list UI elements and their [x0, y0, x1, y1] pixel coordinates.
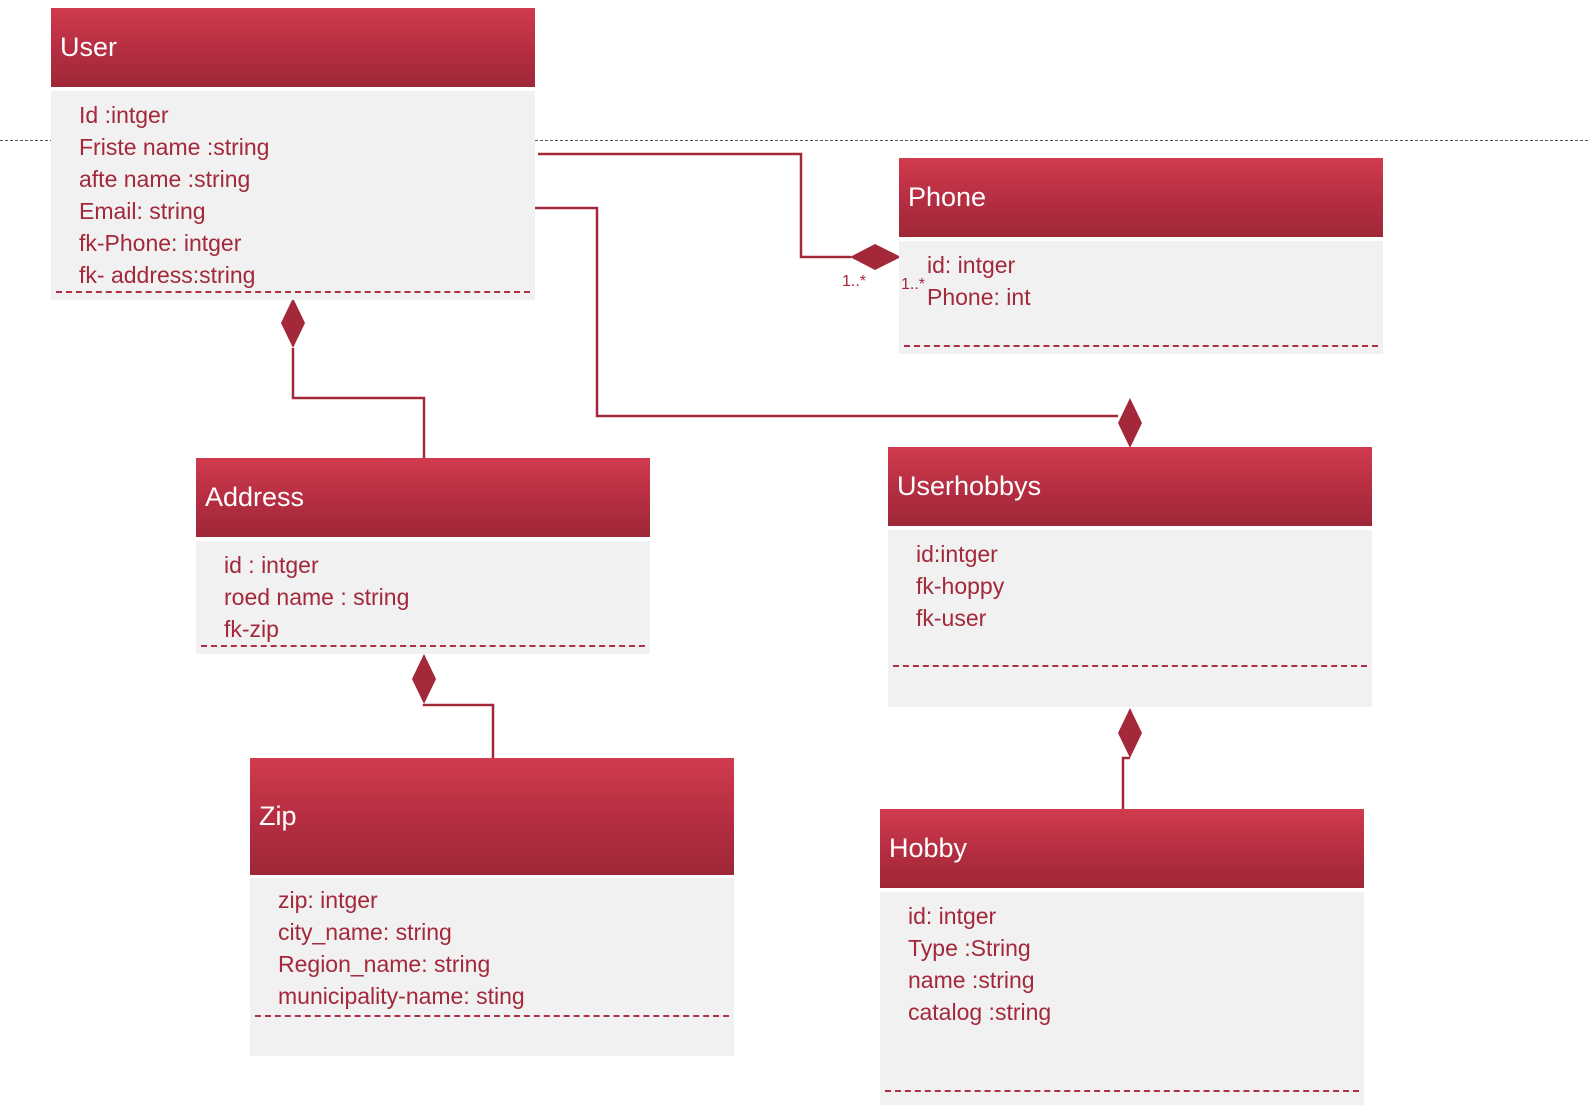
user-entity-header: User [51, 8, 535, 87]
phone-entity-body: id: intger Phone: int [899, 241, 1383, 354]
address-entity-title: Address [205, 482, 305, 512]
phone-attribute: id: intger [927, 252, 1016, 278]
zip-attribute: city_name: string [278, 919, 452, 945]
zip-entity-header: Zip [250, 758, 734, 875]
userhobbys-attribute: id:intger [916, 541, 998, 567]
address-attribute: roed name : string [224, 584, 410, 610]
zip-attribute: zip: intger [278, 887, 378, 913]
user-operations-separator [56, 291, 530, 293]
userhobbys-entity-header: Userhobbys [888, 447, 1372, 526]
zip-attribute: municipality-name: sting [278, 983, 525, 1009]
zip-entity[interactable]: Zip zip: intger city_name: string Region… [250, 758, 734, 1056]
hobby-entity-title: Hobby [889, 833, 968, 863]
zip-operations-separator [255, 1015, 729, 1017]
userhobbys-entity-body: id:intger fk-hoppy fk-user [888, 530, 1372, 707]
zip-attribute: Region_name: string [278, 951, 491, 977]
user-attribute: fk-Phone: intger [79, 230, 242, 256]
userhobbys-operations-separator [893, 665, 1367, 667]
phone-attribute-list: id: intger Phone: int [927, 249, 1031, 313]
address-entity-body: id : intger roed name : string fk-zip [196, 541, 650, 654]
multiplicity-label-phone-side: 1..* [899, 276, 928, 294]
composition-diamond-address-zip [412, 654, 436, 704]
page-separator-line [0, 140, 1588, 141]
hobby-attribute: id: intger [908, 903, 997, 929]
user-attribute: afte name :string [79, 166, 251, 192]
hobby-entity-header: Hobby [880, 809, 1364, 888]
multiplicity-label-user-side: 1..* [842, 273, 867, 290]
user-attribute: Friste name :string [79, 134, 270, 160]
hobby-entity-body: id: intger Type :String name :string cat… [880, 892, 1364, 1105]
address-attribute: id : intger [224, 552, 319, 578]
address-attribute: fk-zip [224, 616, 279, 642]
hobby-attribute: Type :String [908, 935, 1031, 961]
address-zip-connector [422, 703, 495, 758]
user-entity-title: User [60, 32, 118, 62]
user-entity[interactable]: User Id :intger Friste name :string afte… [51, 8, 535, 300]
hobby-operations-separator [885, 1090, 1359, 1092]
composition-diamond-userhobbys [1118, 398, 1142, 448]
user-entity-body: Id :intger Friste name :string afte name… [51, 91, 535, 300]
hobby-attribute: catalog :string [908, 999, 1052, 1025]
zip-entity-title: Zip [259, 801, 297, 831]
phone-entity[interactable]: Phone id: intger Phone: int [899, 158, 1383, 354]
phone-operations-separator [904, 345, 1378, 347]
user-attribute: fk- address:string [79, 262, 256, 288]
userhobbys-attribute-list: id:intger fk-hoppy fk-user [916, 538, 1004, 634]
composition-diamond-user-phone [850, 244, 901, 270]
user-attribute: Email: string [79, 198, 206, 224]
userhobbys-attribute: fk-hoppy [916, 573, 1005, 599]
user-userhobbys-connector [528, 206, 1118, 418]
hobby-entity[interactable]: Hobby id: intger Type :String name :stri… [880, 809, 1364, 1105]
user-attribute-list: Id :intger Friste name :string afte name… [79, 99, 269, 291]
hobby-attribute: name :string [908, 967, 1035, 993]
user-address-connector [291, 348, 426, 458]
address-operations-separator [201, 645, 645, 647]
user-attribute: Id :intger [79, 102, 169, 128]
zip-attribute-list: zip: intger city_name: string Region_nam… [278, 884, 525, 1012]
address-entity[interactable]: Address id : intger roed name : string f… [196, 458, 650, 654]
hobby-attribute-list: id: intger Type :String name :string cat… [908, 900, 1051, 1028]
phone-entity-header: Phone [899, 158, 1383, 237]
composition-diamond-userhobbys-hobby [1118, 708, 1142, 758]
address-entity-header: Address [196, 458, 650, 537]
userhobbys-hobby-connector [1121, 756, 1130, 809]
composition-diamond-user-address [281, 298, 305, 348]
userhobbys-entity-title: Userhobbys [897, 471, 1042, 501]
phone-entity-title: Phone [908, 182, 987, 212]
zip-entity-body: zip: intger city_name: string Region_nam… [250, 878, 734, 1056]
userhobbys-entity[interactable]: Userhobbys id:intger fk-hoppy fk-user [888, 447, 1372, 707]
address-attribute-list: id : intger roed name : string fk-zip [224, 549, 409, 645]
userhobbys-attribute: fk-user [916, 605, 987, 631]
phone-attribute: Phone: int [927, 284, 1031, 310]
user-phone-connector [538, 152, 851, 259]
